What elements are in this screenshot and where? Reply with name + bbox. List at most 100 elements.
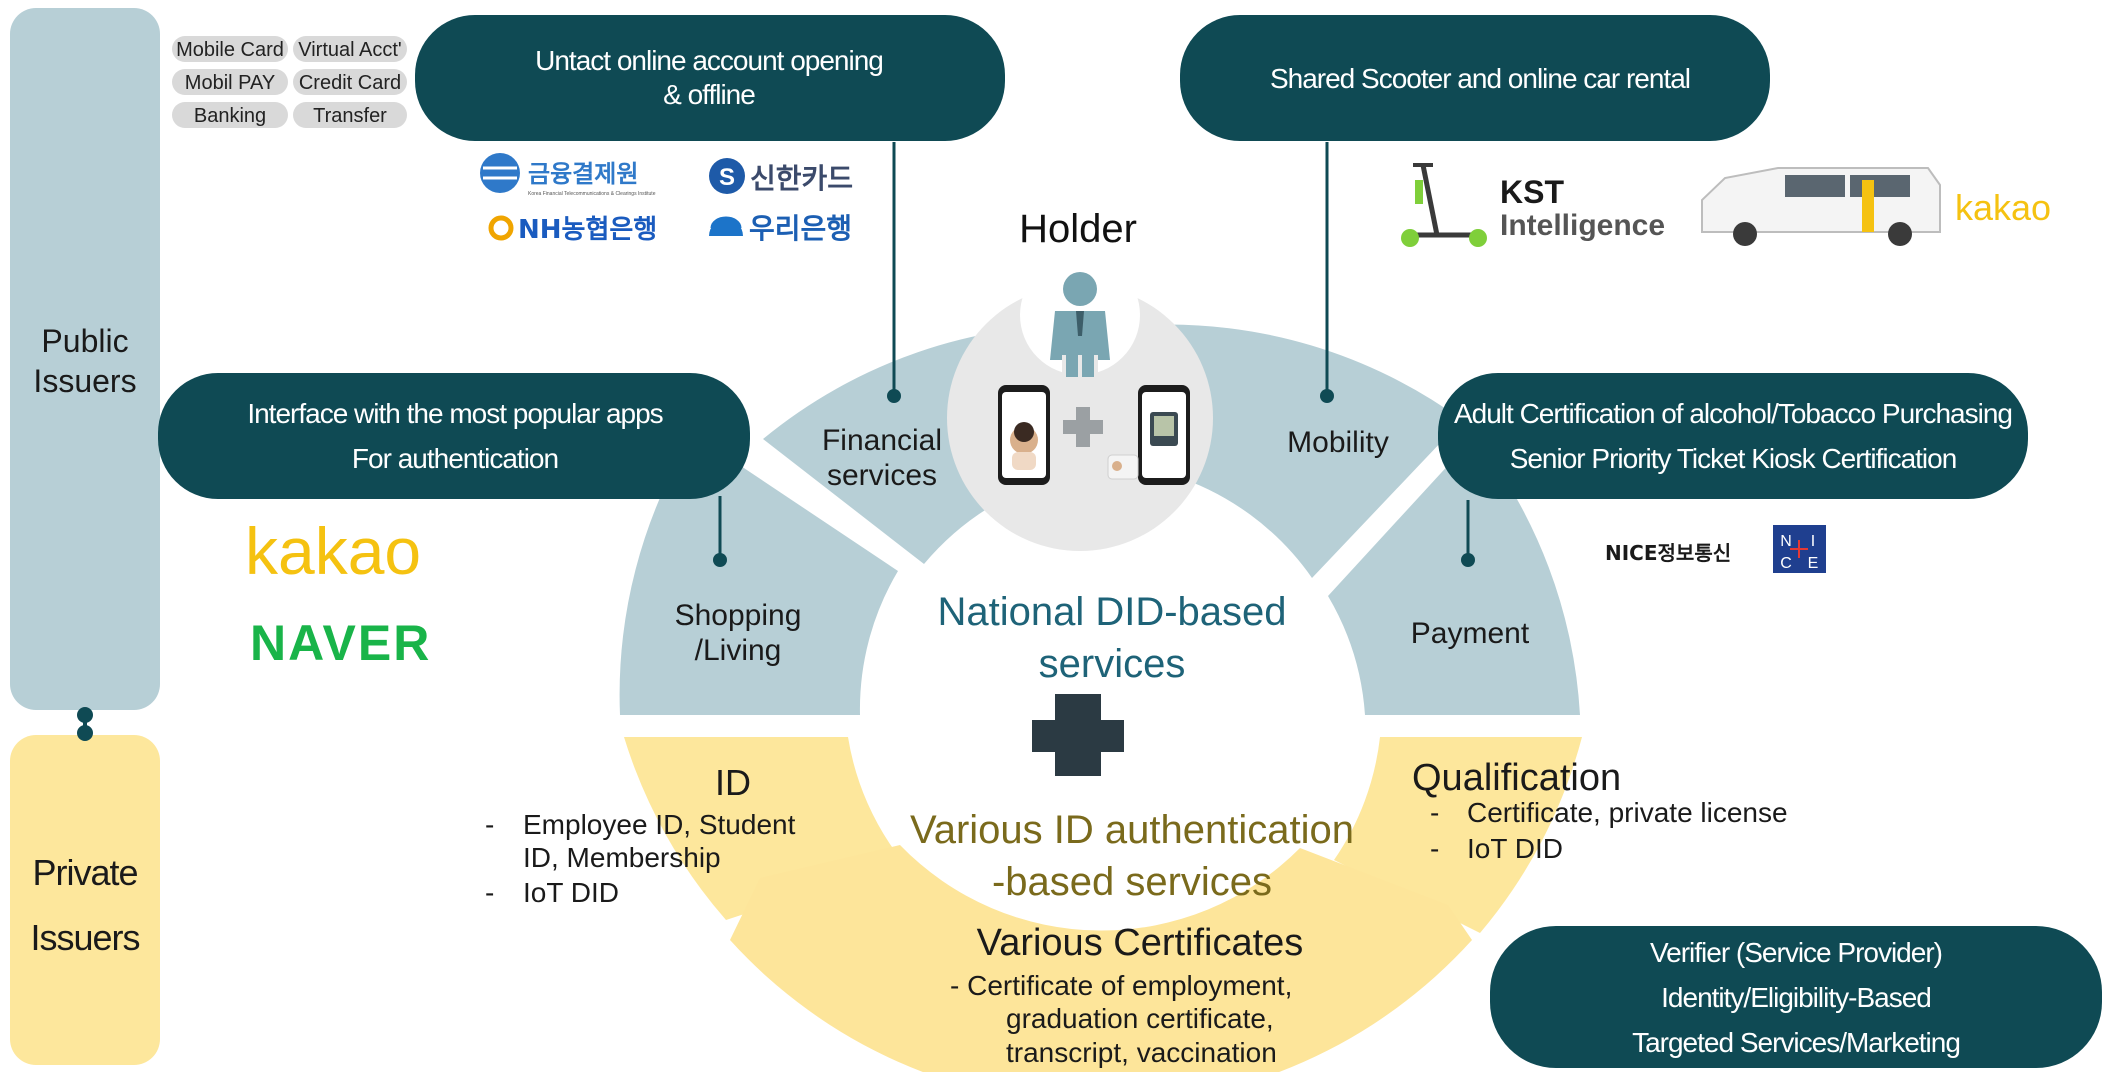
svg-text:S: S bbox=[719, 164, 735, 191]
public-issuers-label-2: Issuers bbox=[33, 363, 136, 399]
private-issuers-label-2: Issuers bbox=[30, 917, 139, 958]
callout-popular-apps bbox=[158, 373, 750, 499]
shinhan-card-logo: S 신한카드 bbox=[709, 158, 853, 195]
qual-item-1: Certificate, private license bbox=[1467, 797, 1788, 828]
kftc-logo: 금융결제원 Korea Financial Telecommunications… bbox=[480, 153, 656, 197]
callout-account-opening-line1: Untact online account opening bbox=[535, 45, 883, 76]
chip bbox=[172, 102, 288, 128]
kftc-logo-subtext: Korea Financial Telecommunications & Cle… bbox=[528, 191, 656, 197]
callout-verifier-line1: Verifier (Service Provider) bbox=[1650, 937, 1942, 968]
nh-bank-logo: NH농협은행 bbox=[488, 215, 657, 245]
woori-logo-text: 우리은행 bbox=[749, 212, 852, 245]
nice-badge-letter: N bbox=[1780, 533, 1792, 550]
segment-label-shopping-2: /Living bbox=[695, 634, 782, 667]
nice-badge-letter: I bbox=[1811, 533, 1815, 550]
kst-logo-line1: KST bbox=[1500, 174, 1564, 210]
shinhan-logo-text: 신한카드 bbox=[750, 162, 853, 195]
callout-adult-certification bbox=[1438, 373, 2028, 499]
id-card-icon bbox=[1107, 454, 1139, 480]
scooter-icon bbox=[1401, 163, 1487, 247]
arc-ring bbox=[619, 324, 1582, 1072]
chip-label: Banking bbox=[194, 105, 266, 127]
did-services-line2: services bbox=[1039, 642, 1186, 686]
taxi-van-icon bbox=[1701, 167, 1941, 246]
connector-dot-top bbox=[77, 707, 93, 723]
callout-popular-apps-line2: For authentication bbox=[352, 443, 558, 474]
nice-badge-letter: C bbox=[1780, 555, 1792, 572]
kst-logo-line2: Intelligence bbox=[1500, 209, 1665, 242]
id-title: ID bbox=[715, 762, 751, 803]
segment-label-financial-1: Financial bbox=[822, 424, 942, 457]
id-bullet-dash: - bbox=[485, 877, 494, 908]
chip bbox=[172, 36, 288, 62]
segment-label-shopping-1: Shopping bbox=[675, 599, 802, 632]
certificates-line1: - Certificate of employment, bbox=[950, 970, 1292, 1001]
nice-logo-text: NICE정보통신 bbox=[1605, 541, 1731, 565]
public-issuers-bar bbox=[10, 8, 160, 710]
connector-dot bbox=[887, 389, 901, 403]
person-icon bbox=[1050, 272, 1110, 377]
connector-dot bbox=[1461, 553, 1475, 567]
public-issuers-label-1: Public bbox=[41, 323, 128, 359]
id-item-1-line2: ID, Membership bbox=[523, 842, 721, 873]
chip bbox=[293, 102, 407, 128]
kakao-mobility-logo: kakao bbox=[1955, 187, 2051, 228]
kftc-logo-text: 금융결제원 bbox=[528, 160, 638, 188]
id-bullet-dash: - bbox=[485, 809, 494, 840]
segment-payment bbox=[1328, 436, 1580, 715]
segment-various-certificates bbox=[730, 845, 1472, 1072]
callout-popular-apps-line1: Interface with the most popular apps bbox=[247, 398, 662, 429]
callout-adult-certification-line1: Adult Certification of alcohol/Tobacco P… bbox=[1454, 398, 2012, 429]
various-auth-line1: Various ID authentication bbox=[910, 808, 1354, 852]
callout-adult-certification-line2: Senior Priority Ticket Kiosk Certificati… bbox=[1510, 443, 1957, 474]
various-auth-line2: -based services bbox=[992, 860, 1272, 904]
connector-dot bbox=[1320, 389, 1334, 403]
certificates-line2: graduation certificate, bbox=[1006, 1003, 1274, 1034]
callout-account-opening bbox=[415, 15, 1005, 141]
qual-bullet-dash: - bbox=[1430, 833, 1439, 864]
nh-logo-text: NH농협은행 bbox=[518, 215, 657, 245]
plus-icon bbox=[1063, 407, 1103, 447]
certificates-line3: transcript, vaccination bbox=[1006, 1037, 1277, 1068]
chip-label: Mobile Card bbox=[176, 39, 284, 61]
segment-label-financial-2: services bbox=[827, 459, 937, 492]
phone-right-icon bbox=[1138, 385, 1190, 485]
qualification-title: Qualification bbox=[1412, 757, 1621, 799]
private-issuers-bar bbox=[10, 735, 160, 1065]
chip-label: Mobil PAY bbox=[185, 72, 275, 94]
payment-chips: Mobile Card Virtual Acct' Mobil PAY Cred… bbox=[172, 36, 407, 128]
id-item-2: IoT DID bbox=[523, 877, 619, 908]
chip bbox=[293, 69, 407, 95]
connector-dot-bottom bbox=[77, 725, 93, 741]
callout-mobility bbox=[1180, 15, 1770, 141]
callout-mobility-line1: Shared Scooter and online car rental bbox=[1270, 63, 1690, 94]
segment-label-mobility: Mobility bbox=[1287, 426, 1389, 459]
id-item-1-line1: Employee ID, Student bbox=[523, 809, 796, 840]
segment-label-payment: Payment bbox=[1411, 617, 1530, 650]
qual-bullet-dash: - bbox=[1430, 797, 1439, 828]
segment-mobility bbox=[1145, 324, 1462, 578]
qual-item-2: IoT DID bbox=[1467, 833, 1563, 864]
nice-badge-letter: E bbox=[1808, 555, 1819, 572]
callout-verifier-line2: Identity/Eligibility-Based bbox=[1661, 982, 1931, 1013]
callout-verifier-line3: Targeted Services/Marketing bbox=[1632, 1027, 1960, 1058]
chip-label: Transfer bbox=[313, 105, 387, 127]
woori-bank-logo: 우리은행 bbox=[709, 212, 852, 245]
chip bbox=[172, 69, 288, 95]
holder-title: Holder bbox=[1019, 207, 1137, 251]
connector-dot bbox=[713, 553, 727, 567]
phone-left-icon bbox=[998, 385, 1050, 485]
certificates-title: Various Certificates bbox=[977, 922, 1304, 964]
chip-label: Virtual Acct' bbox=[298, 39, 402, 61]
nice-badge-icon: N I C E bbox=[1773, 525, 1826, 573]
chip bbox=[293, 36, 407, 62]
private-issuers-label-1: Private bbox=[32, 852, 137, 893]
kakao-logo: kakao bbox=[245, 514, 421, 588]
segment-shopping-living bbox=[619, 434, 898, 715]
did-services-line1: National DID-based bbox=[937, 590, 1286, 634]
center-plus-icon bbox=[1032, 694, 1124, 776]
segment-qualification bbox=[1334, 737, 1582, 933]
naver-logo: NAVER bbox=[250, 615, 431, 671]
chip-label: Credit Card bbox=[299, 72, 401, 94]
